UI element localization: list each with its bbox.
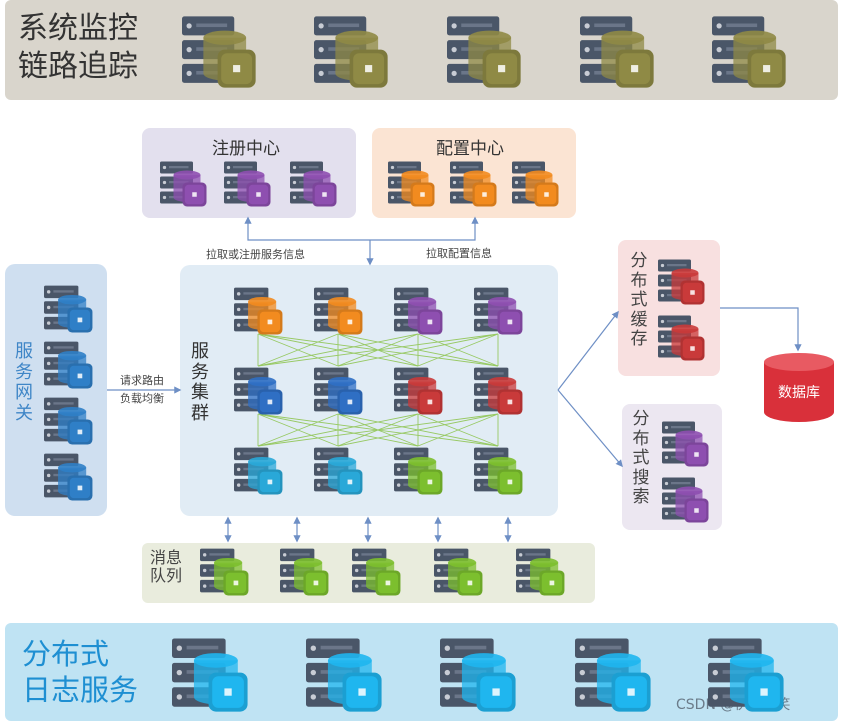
database-icon bbox=[762, 352, 836, 424]
mq-title: 消息 队列 bbox=[150, 548, 183, 586]
logging-title: 分布式 日志服务 bbox=[22, 636, 138, 709]
server-icon bbox=[662, 420, 710, 468]
server-icon bbox=[516, 547, 566, 597]
server-icon bbox=[474, 286, 524, 336]
server-icon bbox=[314, 446, 364, 496]
logging-panel bbox=[5, 623, 838, 721]
server-icon bbox=[314, 366, 364, 416]
logging-title-line1: 分布式 bbox=[22, 637, 110, 671]
server-icon bbox=[388, 160, 436, 208]
server-icon bbox=[708, 636, 786, 714]
server-icon bbox=[160, 160, 208, 208]
server-icon bbox=[580, 14, 656, 90]
cache-title: 分布式缓存 bbox=[630, 251, 648, 350]
server-icon bbox=[44, 340, 94, 390]
server-icon bbox=[662, 476, 710, 524]
server-icon bbox=[44, 284, 94, 334]
server-icon bbox=[512, 160, 560, 208]
server-icon bbox=[352, 547, 402, 597]
server-icon bbox=[440, 636, 518, 714]
cluster-title: 服务集群 bbox=[191, 341, 209, 425]
server-icon bbox=[450, 160, 498, 208]
server-icon bbox=[306, 636, 384, 714]
mq-title-line2: 队列 bbox=[150, 566, 183, 586]
mq-title-line1: 消息 bbox=[150, 548, 183, 567]
route-label: 请求路由 负载均衡 bbox=[120, 372, 164, 407]
server-icon bbox=[44, 396, 94, 446]
server-icon bbox=[575, 636, 653, 714]
database-label: 数据库 bbox=[778, 385, 820, 401]
search-title: 分布式搜索 bbox=[632, 409, 650, 508]
server-icon bbox=[447, 14, 523, 90]
server-icon bbox=[658, 314, 706, 362]
monitoring-title: 系统监控 链路追踪 bbox=[18, 10, 138, 85]
server-icon bbox=[200, 547, 250, 597]
server-icon bbox=[394, 366, 444, 416]
server-icon bbox=[224, 160, 272, 208]
server-icon bbox=[234, 366, 284, 416]
server-icon bbox=[234, 286, 284, 336]
monitoring-panel bbox=[5, 0, 838, 100]
server-icon bbox=[280, 547, 330, 597]
server-icon bbox=[182, 14, 258, 90]
server-icon bbox=[474, 446, 524, 496]
server-icon bbox=[434, 547, 484, 597]
logging-title-line2: 日志服务 bbox=[22, 673, 139, 708]
server-icon bbox=[474, 366, 524, 416]
server-icon bbox=[172, 636, 250, 714]
registry-title: 注册中心 bbox=[212, 139, 280, 159]
gateway-title: 服务网关 bbox=[15, 341, 33, 425]
server-icon bbox=[394, 286, 444, 336]
server-icon bbox=[658, 258, 706, 306]
config-title: 配置中心 bbox=[436, 139, 504, 159]
server-icon bbox=[290, 160, 338, 208]
server-icon bbox=[314, 286, 364, 336]
server-icon bbox=[44, 452, 94, 502]
server-icon bbox=[712, 14, 788, 90]
monitoring-title-line2: 链路追踪 bbox=[18, 48, 138, 84]
pull-register-label: 拉取或注册服务信息 bbox=[206, 248, 305, 261]
server-icon bbox=[234, 446, 284, 496]
server-icon bbox=[314, 14, 390, 90]
route-label-line2: 负载均衡 bbox=[120, 391, 164, 405]
monitoring-title-line1: 系统监控 bbox=[18, 11, 138, 46]
route-label-line1: 请求路由 bbox=[120, 374, 164, 387]
pull-config-label: 拉取配置信息 bbox=[426, 247, 492, 260]
server-icon bbox=[394, 446, 444, 496]
